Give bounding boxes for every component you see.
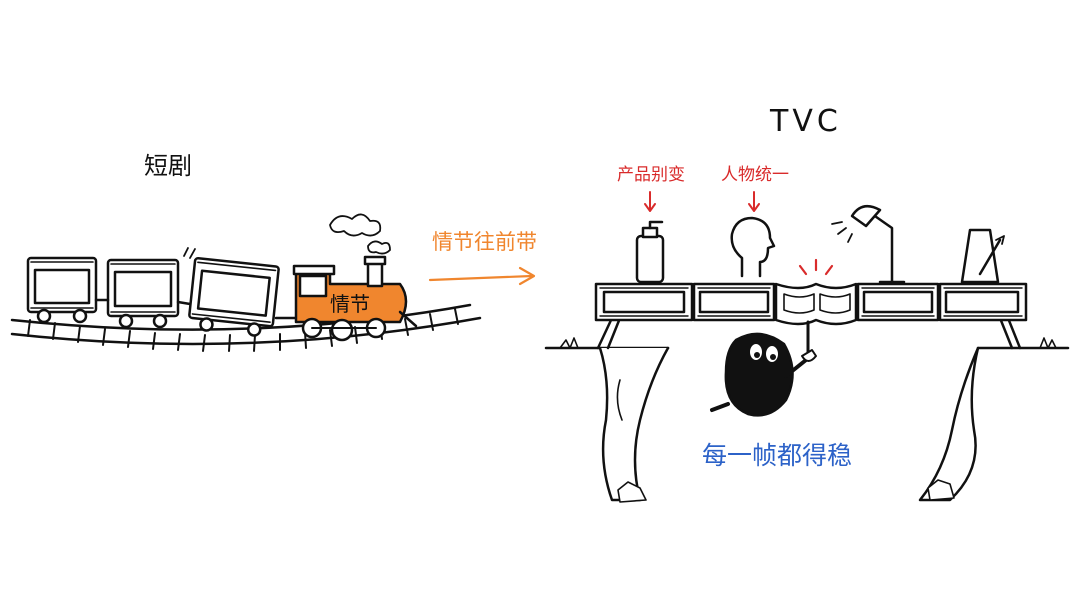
every-frame-stable-label: 每一帧都得稳	[702, 441, 853, 470]
film-wagon-3	[188, 257, 280, 337]
wagon-coupler-2	[176, 300, 192, 306]
right-cliff	[918, 337, 1070, 502]
strain-marks	[798, 258, 834, 276]
locomotive	[292, 255, 418, 342]
character-consistent-label: 人物统一	[721, 165, 789, 185]
film-wagon-2	[106, 258, 180, 329]
tvc-title: TVC	[770, 104, 842, 139]
red-arrows	[644, 191, 760, 212]
product-change-label: 产品别变	[617, 165, 685, 185]
railway-track	[10, 303, 482, 352]
plot-drives-label: 情节往前带	[432, 230, 537, 254]
motion-lines	[183, 247, 196, 259]
blob-character	[710, 332, 808, 417]
locomotive-label: 情节	[330, 292, 370, 316]
wrench-icon	[801, 320, 817, 362]
left-cliff	[544, 337, 670, 503]
smoke-puffs	[329, 213, 391, 255]
film-strip-bridge	[594, 282, 1028, 326]
short-drama-title: 短剧	[144, 152, 192, 180]
film-wagon-1	[26, 256, 98, 324]
desk-lamp-icon	[831, 204, 906, 284]
metronome-icon	[960, 228, 1005, 284]
bridge-legs	[596, 316, 1022, 350]
orange-arrow	[428, 266, 536, 286]
head-silhouette-icon	[730, 216, 776, 278]
pump-bottle-icon	[635, 220, 665, 284]
